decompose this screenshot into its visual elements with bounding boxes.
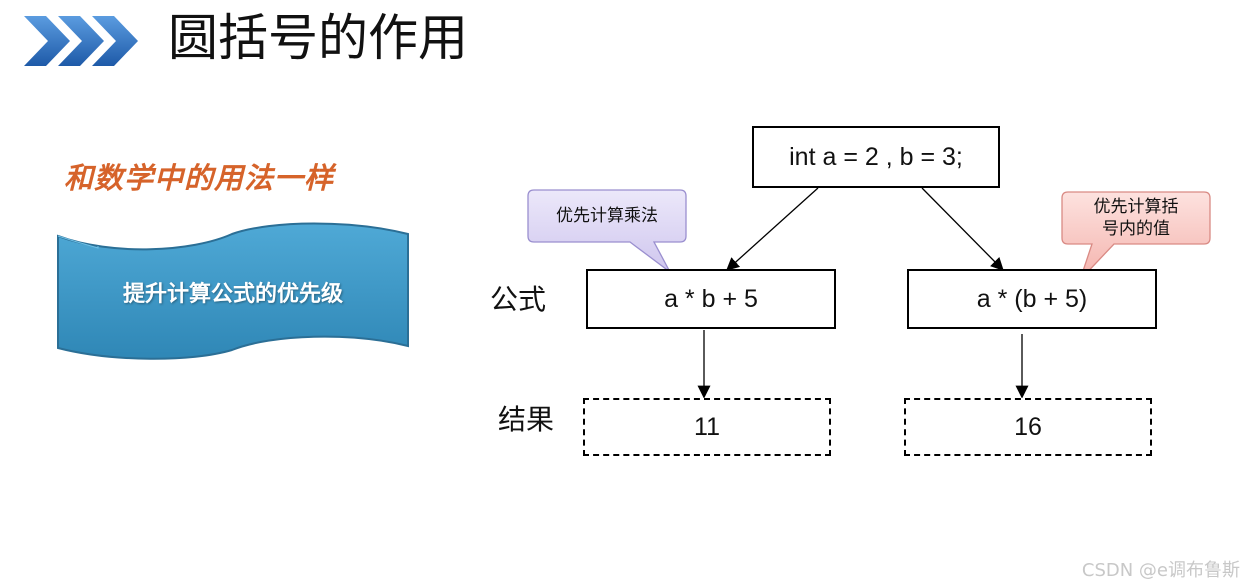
callout-right-text: 优先计算括 号内的值 [1062,196,1210,240]
declaration-box: int a = 2 , b = 3; [752,126,1000,188]
right-formula-box: a * (b + 5) [907,269,1157,329]
result-row-label: 结果 [498,403,555,436]
callout-right-line2: 号内的值 [1102,219,1170,239]
callout-right-line1: 优先计算括 [1093,197,1179,217]
left-result-text: 11 [694,412,720,441]
right-result-text: 16 [1014,412,1042,441]
right-result-box: 16 [904,398,1152,456]
page-title: 圆括号的作用 [168,9,468,67]
left-formula-text: a * b + 5 [664,284,758,313]
left-result-box: 11 [583,398,831,456]
left-formula-box: a * b + 5 [586,269,836,329]
chevron-arrows-icon [24,16,138,66]
callout-right [1061,191,1211,281]
watermark: CSDN @e调布鲁斯 [1081,560,1240,581]
formula-row-label: 公式 [490,283,547,316]
wave-banner [57,222,409,360]
callout-left [527,189,687,273]
arrow-decl-to-right [921,187,1004,271]
arrow-decl-to-left [726,187,819,271]
subtitle: 和数学中的用法一样 [64,161,335,195]
callout-left-text: 优先计算乘法 [556,206,658,226]
banner-text: 提升计算公式的优先级 [122,281,343,307]
declaration-text: int a = 2 , b = 3; [789,142,963,171]
right-formula-text: a * (b + 5) [976,284,1088,313]
